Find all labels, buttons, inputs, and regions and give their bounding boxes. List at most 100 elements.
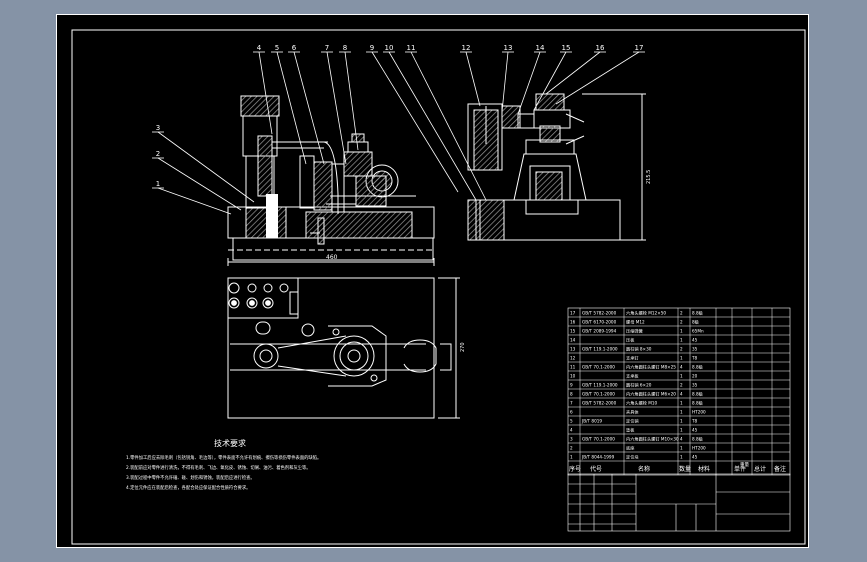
- bom-cell-material: T8: [691, 419, 698, 424]
- bom-cell-material: 45: [692, 428, 698, 433]
- inner-border: [71, 29, 806, 545]
- bom-cell-qty: 1: [680, 338, 683, 343]
- note-line-1: 1.零件加工后应去除毛刺（包括锐角、毛边等），零件表面不允许有划痕、擦伤等损伤零…: [126, 454, 321, 461]
- bom-header-cell: 总计: [754, 465, 766, 473]
- balloon-3: 3: [156, 124, 160, 132]
- leader-10: [388, 51, 477, 201]
- bom-header-cell: 序号: [569, 465, 581, 473]
- bom-cell-code: GB/T 6170-2000: [582, 320, 617, 325]
- leader-15: [533, 51, 567, 111]
- title-block: [567, 473, 791, 532]
- bom-cell-qty: 4: [680, 392, 683, 397]
- bom-header-cell: 名称: [638, 465, 650, 473]
- leader-lines: [157, 51, 640, 215]
- leader-3: [157, 131, 255, 203]
- bom-cell-no: 11: [570, 365, 576, 370]
- bom-cell-no: 7: [570, 401, 573, 406]
- bom-header-cell: 数量: [679, 465, 691, 473]
- bom-cell-material: 35: [692, 347, 698, 352]
- bom-cell-no: 14: [570, 338, 576, 343]
- bom-cell-material: 8.8级: [692, 364, 704, 371]
- bom-cell-no: 13: [570, 347, 576, 352]
- bom-header-cell: 备注: [774, 465, 786, 473]
- bom-cell-qty: 1: [680, 455, 683, 460]
- bom-cell-material: 20: [692, 374, 698, 379]
- leader-5: [276, 51, 307, 165]
- leader-2: [157, 157, 242, 211]
- balloon-17: 17: [635, 44, 644, 52]
- side-view: [467, 93, 646, 241]
- bom-cell-no: 4: [570, 428, 573, 433]
- bom-cell-name: 内六角圆柱头螺钉 M8×25: [626, 364, 676, 371]
- bom-cell-code: JB/T 8019: [581, 419, 602, 424]
- bom-cell-no: 1: [570, 455, 573, 460]
- balloon-7: 7: [325, 44, 329, 52]
- bom-cell-code: GB/T 70.1-2000: [582, 392, 615, 397]
- bom-cell-material: HT200: [692, 410, 706, 415]
- bom-cell-qty: 2: [680, 347, 683, 352]
- bom-cell-code: GB/T 70.1-2000: [582, 365, 615, 370]
- bom-cell-code: GB/T 2089-1994: [582, 329, 617, 334]
- leader-1: [157, 187, 232, 215]
- bom-header-cell: 材料: [698, 465, 710, 473]
- leader-13: [501, 51, 509, 113]
- bom-cell-code: GB/T 119.1-2000: [582, 383, 618, 388]
- balloon-5: 5: [275, 44, 279, 52]
- bom-cell-code: GB/T 5782-2000: [582, 401, 617, 406]
- bom-cell-material: HT200: [692, 446, 706, 451]
- bom-header-cell: 单件: [734, 465, 746, 473]
- bom-cell-no: 2: [570, 446, 573, 451]
- bom-cell-code: JB/T 8044-1999: [581, 455, 615, 460]
- bom-cell-no: 12: [570, 356, 576, 361]
- balloon-15: 15: [562, 44, 571, 52]
- bom-cell-material: 45: [692, 338, 698, 343]
- leader-16: [545, 51, 601, 95]
- balloon-10: 10: [385, 44, 394, 52]
- bom-cell-name: 支承钉: [626, 355, 639, 362]
- bom-cell-material: 65Mn: [692, 329, 704, 334]
- bom-cell-name: 内六角圆柱头螺钉 M10×30: [626, 436, 679, 443]
- bom-cell-no: 5: [570, 419, 573, 424]
- dimension-side-height: 215.5: [646, 170, 652, 184]
- bom-header-weight: 重量: [740, 461, 749, 468]
- assembly-drawing: 460 215.5: [56, 14, 809, 548]
- bom-cell-material: 8.8级: [692, 391, 704, 398]
- bom-cell-qty: 1: [680, 356, 683, 361]
- bom-cell-no: 3: [570, 437, 573, 442]
- balloon-16: 16: [596, 44, 605, 52]
- bom-cell-qty: 1: [680, 446, 683, 451]
- bom-cell-qty: 2: [680, 320, 683, 325]
- top-view: [227, 277, 460, 419]
- balloon-2: 2: [156, 150, 160, 158]
- dimension-front-width: 460: [326, 254, 338, 261]
- bom-cell-code: GB/T 5782-2000: [582, 311, 617, 316]
- leader-9: [371, 51, 459, 193]
- bom-cell-name: 垫板: [626, 427, 635, 434]
- bom-cell-qty: 1: [680, 329, 683, 334]
- bom-cell-qty: 1: [680, 428, 683, 433]
- front-view: [227, 95, 435, 266]
- bom-cell-code: GB/T 70.1-2000: [582, 437, 615, 442]
- leader-11: [410, 51, 487, 201]
- bom-header-cell: 代号: [590, 465, 602, 473]
- balloon-4: 4: [257, 44, 262, 52]
- note-line-3: 3.装配过程中零件不允许磕、碰、划伤和锈蚀，装配后应进行检查。: [126, 474, 255, 481]
- bom-cell-material: 8.8级: [692, 400, 704, 407]
- balloon-11: 11: [407, 44, 416, 52]
- bom-cell-qty: 4: [680, 437, 683, 442]
- bom-cell-name: 底座: [626, 445, 634, 452]
- drawing-sheet: 460 215.5: [56, 14, 809, 548]
- bom-cell-material: 8级: [692, 319, 700, 326]
- leader-7: [326, 51, 347, 165]
- bom-cell-name: 支承板: [626, 373, 639, 380]
- note-line-4: 4.定位元件应在装配后检查，各配合处应保证配合性质符合要求。: [126, 484, 250, 491]
- bom-cell-no: 16: [570, 320, 576, 325]
- bom-cell-no: 9: [570, 383, 573, 388]
- dimension-top-height: 270: [460, 342, 466, 352]
- bom-cell-qty: 4: [680, 365, 683, 370]
- bom-cell-qty: 2: [680, 311, 683, 316]
- bom-cell-qty: 2: [680, 383, 683, 388]
- bom-cell-name: 螺母 M12: [626, 319, 645, 326]
- balloon-9: 9: [370, 44, 374, 52]
